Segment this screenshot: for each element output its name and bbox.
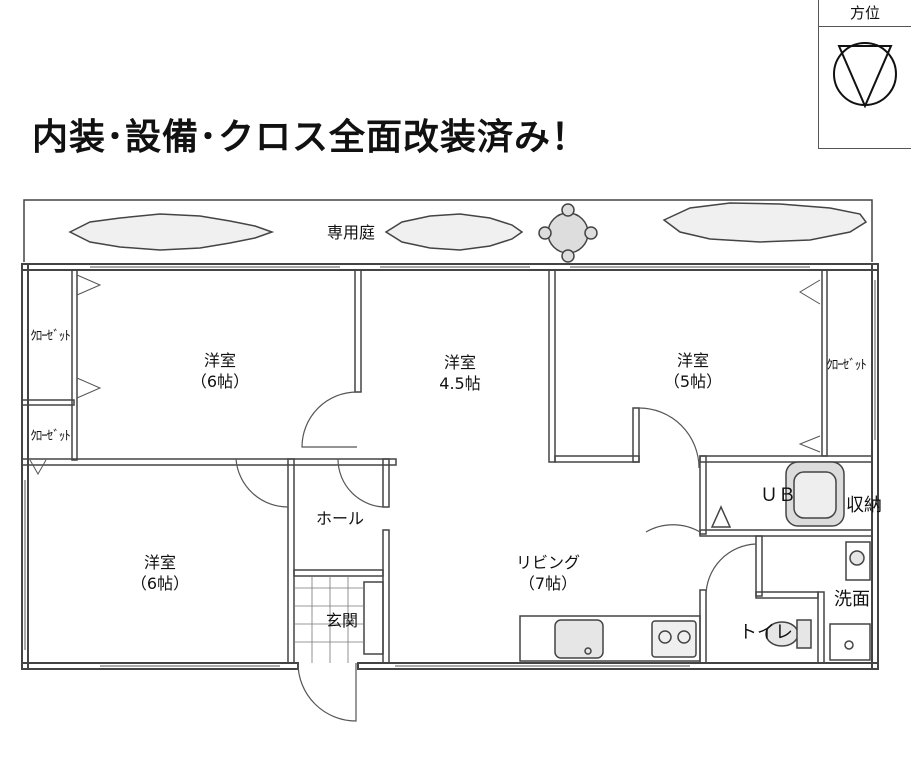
storage-label: 収納 xyxy=(846,495,882,516)
closet-label-3: ｸﾛｰｾﾞｯﾄ xyxy=(826,358,867,373)
garden-table xyxy=(547,212,589,254)
room-name: 洋室 xyxy=(203,351,236,370)
garden-label: 専用庭 xyxy=(326,223,375,242)
room-size: 4.5帖 xyxy=(439,374,481,393)
shrub-left xyxy=(68,213,275,251)
room-size: （6帖） xyxy=(190,372,250,391)
toilet-label: トイレ xyxy=(739,622,793,643)
windows xyxy=(24,266,876,667)
stove xyxy=(651,620,697,658)
exterior-walls xyxy=(21,263,879,670)
room-living: リビング （7帖） xyxy=(488,552,608,594)
shrub-center xyxy=(384,213,524,251)
entrance-tiles xyxy=(294,576,364,663)
wash-basin xyxy=(845,541,871,581)
compass-panel: 方位 xyxy=(818,0,911,149)
headline: 内装･設備･クロス全面改装済み！ xyxy=(32,117,589,158)
room-name: リビング xyxy=(515,553,580,572)
closet-label-2: ｸﾛｰｾﾞｯﾄ xyxy=(30,429,71,444)
room-west-bedroom-bottom: 洋室 （6帖） xyxy=(105,552,215,594)
room-size: （6帖） xyxy=(130,574,190,593)
shrub-right xyxy=(662,202,868,243)
kitchen-counter xyxy=(519,615,701,662)
compass-label: 方位 xyxy=(819,0,911,27)
room-size: （7帖） xyxy=(518,574,578,593)
washroom-label: 洗面 xyxy=(834,589,870,610)
closet-doors xyxy=(29,274,821,476)
door-swings xyxy=(235,391,757,722)
unit-bath-label: ＵＢ xyxy=(760,485,796,506)
room-west-bedroom-top: 洋室 （6帖） xyxy=(165,350,275,392)
room-size: （5帖） xyxy=(663,372,723,391)
room-name: 洋室 xyxy=(443,353,476,372)
room-name: 洋室 xyxy=(143,553,176,572)
room-name: 洋室 xyxy=(676,351,709,370)
kitchen-sink xyxy=(554,619,604,659)
interior-walls xyxy=(21,269,873,664)
entrance-label: 玄関 xyxy=(325,611,358,630)
room-center-bedroom: 洋室 4.5帖 xyxy=(405,352,515,394)
room-east-bedroom: 洋室 （5帖） xyxy=(638,350,748,392)
north-arrow-icon xyxy=(833,42,897,108)
garden-boundary xyxy=(23,199,873,262)
closet-label-1: ｸﾛｰｾﾞｯﾄ xyxy=(30,329,71,344)
hall-label: ホール xyxy=(315,509,364,528)
